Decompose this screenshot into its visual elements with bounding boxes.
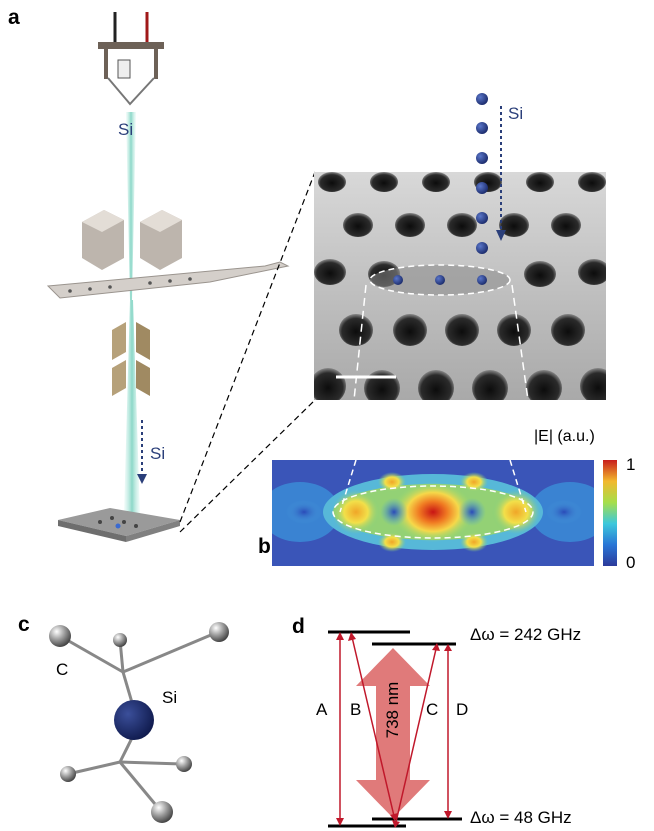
wavelength-label: 738 nm <box>383 681 402 739</box>
si-label-sem: Si <box>508 104 524 123</box>
wien-filter-cubes <box>82 210 182 270</box>
panel-label-a: a <box>8 6 20 29</box>
aperture-plate <box>46 261 290 299</box>
optical-transition-arrow <box>356 648 430 818</box>
zoom-line-top <box>179 171 316 523</box>
silicon-atom <box>114 700 154 740</box>
carbon-atom <box>113 633 127 647</box>
deflection-plates <box>112 322 150 396</box>
transition-label-b: B <box>350 700 362 719</box>
carbon-atom <box>49 625 71 647</box>
colorbar <box>603 460 617 566</box>
ion-source <box>98 12 164 106</box>
arrow-head-icon <box>137 474 147 484</box>
transition-label-c: C <box>426 700 439 719</box>
sem-image <box>314 172 606 400</box>
carbon-atom <box>176 756 192 772</box>
carbon-atom <box>60 766 76 782</box>
panel-label-b: b <box>258 535 271 558</box>
transition-label-d: D <box>456 700 469 719</box>
transition-arrows <box>336 632 452 828</box>
transition-label-a: A <box>316 700 328 719</box>
si-ion-column <box>476 93 506 254</box>
zoom-line-bottom <box>179 399 316 533</box>
field-map <box>272 460 594 566</box>
bottom-splitting-label: Δω = 48 GHz <box>470 808 572 827</box>
ion-beam <box>124 112 140 515</box>
si-label-top: Si <box>118 120 134 139</box>
carbon-atom <box>209 622 229 642</box>
colorbar-max-label: 1 <box>626 455 636 474</box>
energy-levels <box>328 630 462 828</box>
silicon-label: Si <box>162 688 178 707</box>
panel-label-d: d <box>292 615 305 638</box>
si-label-bottom: Si <box>150 444 166 463</box>
top-splitting-label: Δω = 242 GHz <box>470 625 582 644</box>
carbon-atom <box>151 801 173 823</box>
sample-chip <box>58 508 180 542</box>
panel-label-c: c <box>18 613 30 636</box>
siv-molecule <box>59 630 219 811</box>
colorbar-title: |E| (a.u.) <box>534 428 595 445</box>
carbon-label: C <box>56 660 69 679</box>
colorbar-min-label: 0 <box>626 553 636 572</box>
